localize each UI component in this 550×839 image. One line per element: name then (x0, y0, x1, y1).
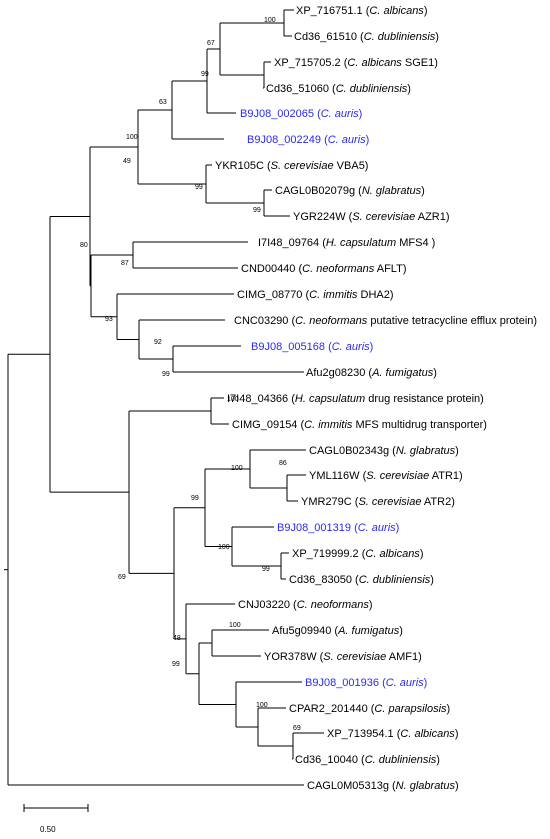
bootstrap-value: 100 (229, 622, 241, 629)
bootstrap-value: 99 (253, 207, 261, 214)
bootstrap-value: 100 (256, 702, 268, 709)
bootstrap-value: 100 (264, 17, 276, 24)
leaf-label-YMR279C: YMR279C (S. cerevisiae ATR2) (301, 496, 455, 508)
bootstrap-value: 69 (293, 725, 301, 732)
leaf-label-Cd36_83050: Cd36_83050 (C. dubliniensis) (289, 574, 434, 586)
bootstrap-value: 93 (105, 316, 113, 323)
leaf-label-YOR378W: YOR378W (S. cerevisiae AMF1) (264, 651, 422, 663)
bootstrap-value: 99 (162, 371, 170, 378)
leaf-label-CPAR2_201440: CPAR2_201440 (C. parapsilosis) (289, 703, 450, 715)
leaf-label-XP_716751: XP_716751.1 (C. albicans) (296, 5, 427, 17)
bootstrap-value: 99 (195, 184, 203, 191)
leaf-label-B9J08_001936: B9J08_001936 (C. auris) (305, 677, 427, 689)
leaf-label-CNC03290: CNC03290 (C. neoformans putative tetracy… (234, 315, 537, 327)
leaf-label-CIMG_09154: CIMG_09154 (C. immitis MFS multidrug tra… (232, 419, 487, 431)
leaf-label-YGR224W: YGR224W (S. cerevisiae AZR1) (293, 211, 450, 223)
bootstrap-value: 49 (123, 158, 131, 165)
tree-branches (4, 9, 324, 786)
bootstrap-value: 99 (201, 71, 209, 78)
leaf-label-B9J08_002249: B9J08_002249 (C. auris) (247, 134, 369, 146)
leaf-label-YKR105C: YKR105C (S. cerevisiae VBA5) (215, 160, 368, 172)
leaf-label-XP_715705: XP_715705.2 (C. albicans SGE1) (274, 57, 438, 69)
leaf-label-CND00440: CND00440 (C. neoformans AFLT) (241, 263, 407, 275)
leaf-label-CIMG_08770: CIMG_08770 (C. immitis DHA2) (237, 289, 394, 301)
bootstrap-value: 99 (262, 566, 270, 573)
bootstrap-value: 99 (172, 661, 180, 668)
bootstrap-value: 100 (218, 544, 230, 551)
bootstrap-value: 48 (173, 635, 181, 642)
bootstrap-value: 80 (80, 242, 88, 249)
leaf-label-CNJ03220: CNJ03220 (C. neoformans) (238, 599, 373, 611)
leaf-label-I7I48_04366: I7I48_04366 (H. capsulatum drug resistan… (227, 393, 484, 405)
bootstrap-value: 100 (227, 396, 239, 403)
leaf-label-B9J08_001319: B9J08_001319 (C. auris) (277, 522, 399, 534)
leaf-label-XP_719999: XP_719999.2 (C. albicans) (292, 548, 423, 560)
leaf-label-CAGL0B02079g: CAGL0B02079g (N. glabratus) (275, 185, 425, 197)
leaf-label-YML116W: YML116W (S. cerevisiae ATR1) (309, 470, 463, 482)
leaf-label-B9J08_002065: B9J08_002065 (C. auris) (240, 108, 362, 120)
scale-bar-label: 0.50 (40, 825, 56, 834)
bootstrap-value: 86 (279, 460, 287, 467)
leaf-label-I7I48_09764: I7I48_09764 (H. capsulatum MFS4 ) (258, 237, 435, 249)
leaf-label-B9J08_005168: B9J08_005168 (C. auris) (251, 341, 373, 353)
leaf-label-Afu2g08230: Afu2g08230 (A. fumigatus) (306, 367, 437, 379)
bootstrap-value: 99 (191, 495, 199, 502)
leaf-label-Cd36_10040: Cd36_10040 (C. dubliniensis) (295, 754, 440, 766)
bootstrap-value: 87 (121, 260, 129, 267)
scale-bar: 0.50 (23, 804, 89, 834)
bootstrap-value: 100 (231, 465, 243, 472)
leaf-label-Afu5g09940: Afu5g09940 (A. fumigatus) (272, 625, 403, 637)
bootstrap-value: 100 (126, 134, 138, 141)
leaf-label-Cd36_61510: Cd36_61510 (C. dubliniensis) (294, 31, 439, 43)
leaf-label-CAGL0M05313g: CAGL0M05313g (N. glabratus) (307, 780, 459, 792)
leaf-labels: XP_716751.1 (C. albicans) Cd36_61510 (C. … (215, 5, 537, 792)
leaf-label-Cd36_51060: Cd36_51060 (C. dubliniensis) (266, 83, 411, 95)
bootstrap-values: 100 67 99 63 99 49 100 99 80 87 93 92 99 100 86 100 99 10… (80, 17, 301, 732)
leaf-label-XP_713954: XP_713954.1 (C. albicans) (327, 728, 458, 740)
bootstrap-value: 92 (154, 339, 162, 346)
bootstrap-value: 67 (207, 40, 215, 47)
bootstrap-value: 69 (118, 574, 126, 581)
leaf-label-CAGL0B02343g: CAGL0B02343g (N. glabratus) (309, 445, 459, 457)
bootstrap-value: 63 (159, 99, 167, 106)
